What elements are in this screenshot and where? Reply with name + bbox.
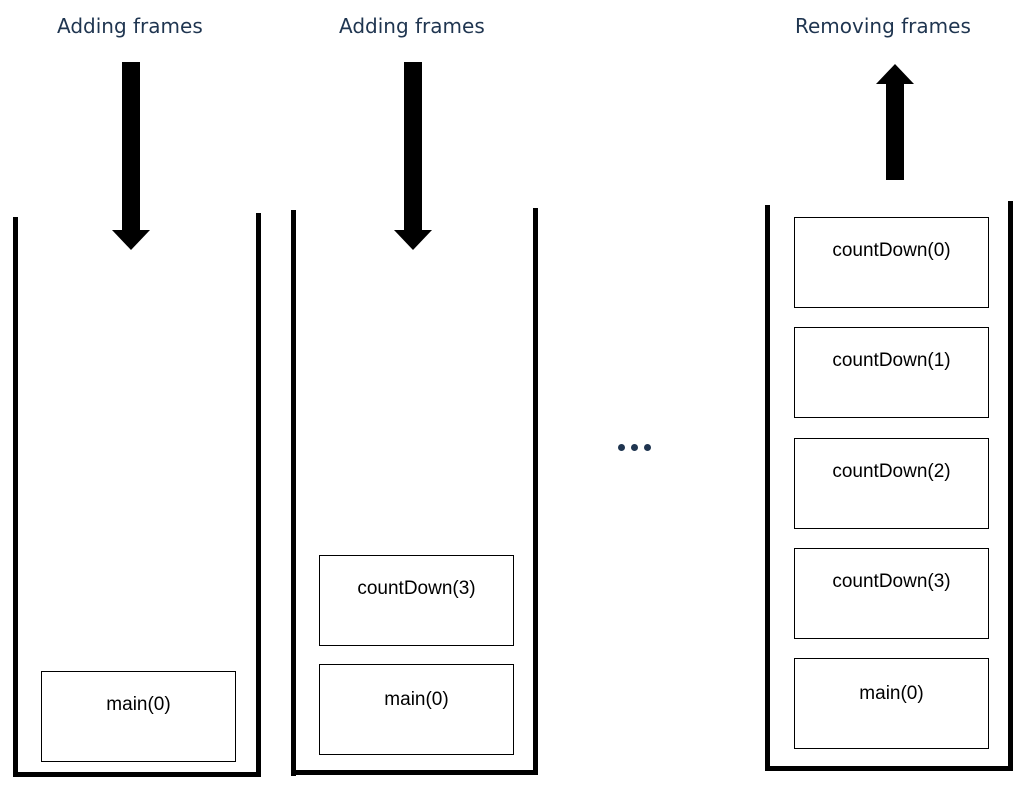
dot xyxy=(644,444,651,451)
pop-up-arrow-icon xyxy=(876,64,914,180)
stack1-heading: Adding frames xyxy=(57,14,203,38)
stack3-frame-main: main(0) xyxy=(794,658,989,749)
push-down-arrow-icon xyxy=(112,62,150,250)
stack3-left-wall xyxy=(765,205,770,771)
stack3-heading: Removing frames xyxy=(795,14,971,38)
ellipsis-icon xyxy=(618,444,651,451)
stack1-frame-main: main(0) xyxy=(41,671,236,762)
stack2-frame-countdown-3: countDown(3) xyxy=(319,555,514,646)
stack3-base xyxy=(765,766,1013,771)
stack1-right-wall xyxy=(256,213,261,777)
stack2-right-wall xyxy=(533,208,538,774)
stack2-base xyxy=(291,770,538,775)
dot xyxy=(618,444,625,451)
stack3-frame-countdown-1: countDown(1) xyxy=(794,327,989,418)
stack1-base xyxy=(13,772,261,777)
stack3-frame-countdown-2: countDown(2) xyxy=(794,438,989,529)
push-down-arrow-icon xyxy=(394,62,432,250)
stack3-frame-countdown-3: countDown(3) xyxy=(794,548,989,639)
stack3-frame-countdown-0: countDown(0) xyxy=(794,217,989,308)
stack2-frame-main: main(0) xyxy=(319,664,514,755)
stack3-right-wall xyxy=(1008,201,1013,771)
stack2-heading: Adding frames xyxy=(339,14,485,38)
dot xyxy=(631,444,638,451)
stack1-left-wall xyxy=(13,217,18,777)
stack2-left-wall xyxy=(291,210,296,776)
